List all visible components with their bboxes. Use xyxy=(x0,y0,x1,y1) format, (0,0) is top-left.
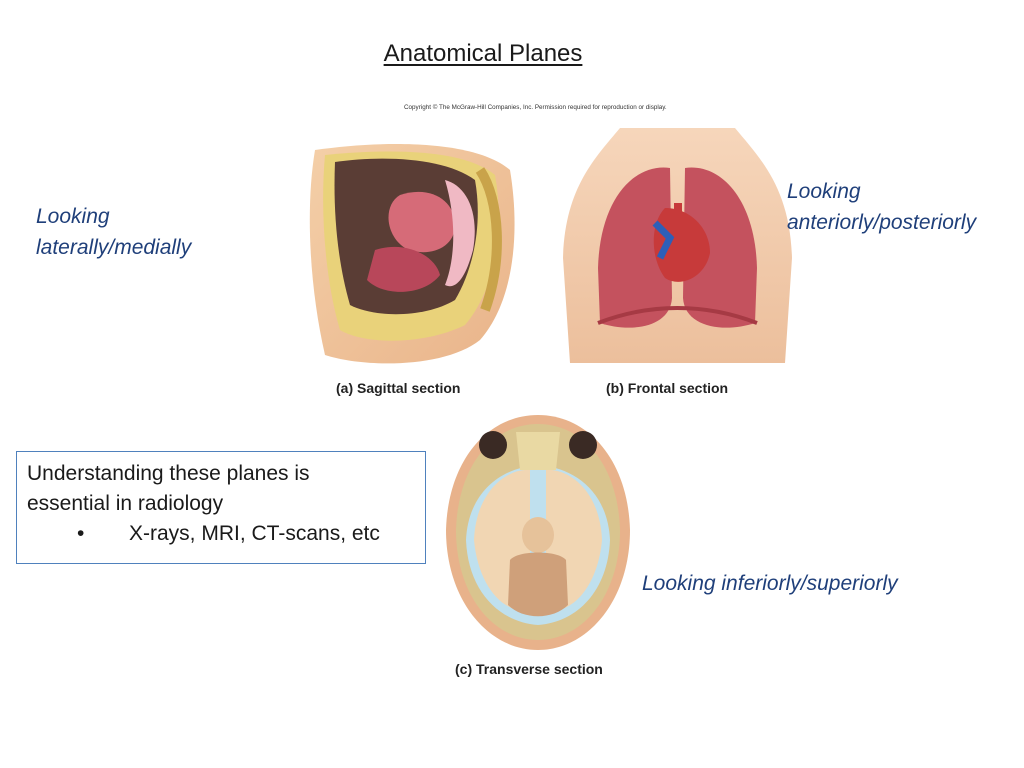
transverse-section-illustration xyxy=(446,415,630,650)
note-frontal: Looking anteriorly/posteriorly xyxy=(787,176,976,238)
caption-transverse: (c) Transverse section xyxy=(455,661,603,677)
caption-frontal: (b) Frontal section xyxy=(606,380,729,396)
frontal-section-illustration xyxy=(563,128,792,363)
radiology-info-box: Understanding these planes is essential … xyxy=(16,451,426,564)
note-frontal-line1: Looking xyxy=(787,180,861,203)
box-line-2: essential in radiology xyxy=(27,492,224,515)
bullet-text: X-rays, MRI, CT-scans, etc xyxy=(129,522,380,545)
note-sagittal-line1: Looking xyxy=(36,205,110,228)
slide-title: Anatomical Planes xyxy=(383,40,583,67)
note-transverse: Looking inferiorly/superiorly xyxy=(642,572,898,595)
sagittal-section-illustration xyxy=(309,144,515,364)
box-bullet-item: • X-rays, MRI, CT-scans, etc xyxy=(27,519,415,549)
copyright-notice: Copyright © The McGraw-Hill Companies, I… xyxy=(404,104,667,111)
caption-sagittal: (a) Sagittal section xyxy=(336,380,461,396)
note-sagittal-line2: laterally/medially xyxy=(36,236,192,259)
box-line-1: Understanding these planes is xyxy=(27,462,310,485)
note-frontal-line2: anteriorly/posteriorly xyxy=(787,211,977,234)
bullet-icon: • xyxy=(77,522,85,545)
note-sagittal: Looking laterally/medially xyxy=(36,201,191,263)
